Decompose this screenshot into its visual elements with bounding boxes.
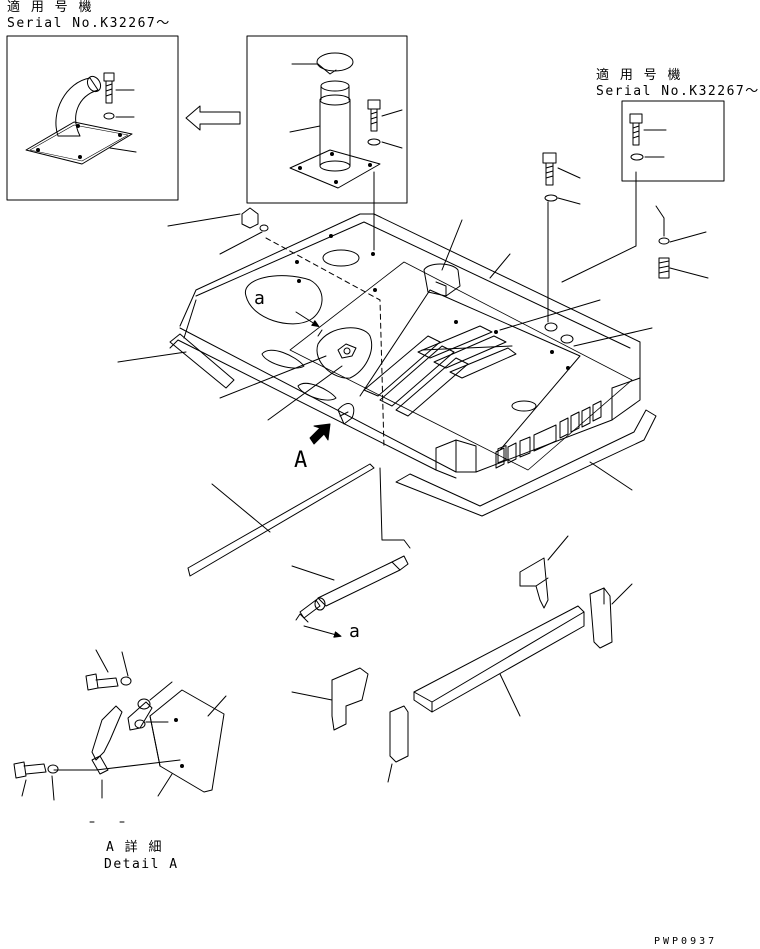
engine-hood <box>170 214 640 478</box>
serial-note-right-applicable: 適 用 号 機 <box>596 68 682 83</box>
bolt-icon <box>104 73 114 103</box>
view-marker-a: A <box>294 448 309 473</box>
inset-box-left <box>7 36 178 200</box>
rubber-blocks <box>292 536 632 782</box>
trim-strips <box>170 334 656 516</box>
parts-diagram <box>0 0 744 948</box>
arrow-label-a: a <box>349 621 362 642</box>
detail-title-english: Detail A <box>104 857 179 872</box>
arrow-between-insets <box>186 106 240 130</box>
balloon-detail <box>317 328 372 378</box>
serial-note-left-applicable: 適 用 号 機 <box>7 0 93 15</box>
detail-a <box>14 650 226 822</box>
inset-box-right <box>622 101 724 181</box>
drawing-code: PWP0937 <box>654 936 718 947</box>
seal-strip <box>188 464 374 576</box>
grille-slats <box>364 326 516 416</box>
inset-box-middle <box>247 36 407 203</box>
balloon-a <box>245 276 322 324</box>
gas-spring <box>292 468 410 636</box>
balloon-label-a: a <box>254 288 267 309</box>
washer-icon <box>104 113 114 119</box>
view-arrow <box>310 424 330 444</box>
detail-title-japanese: A 詳 細 <box>106 840 163 855</box>
serial-note-right-serial: Serial No.K32267～ <box>596 84 760 99</box>
serial-note-left-serial: Serial No.K32267～ <box>7 16 171 31</box>
